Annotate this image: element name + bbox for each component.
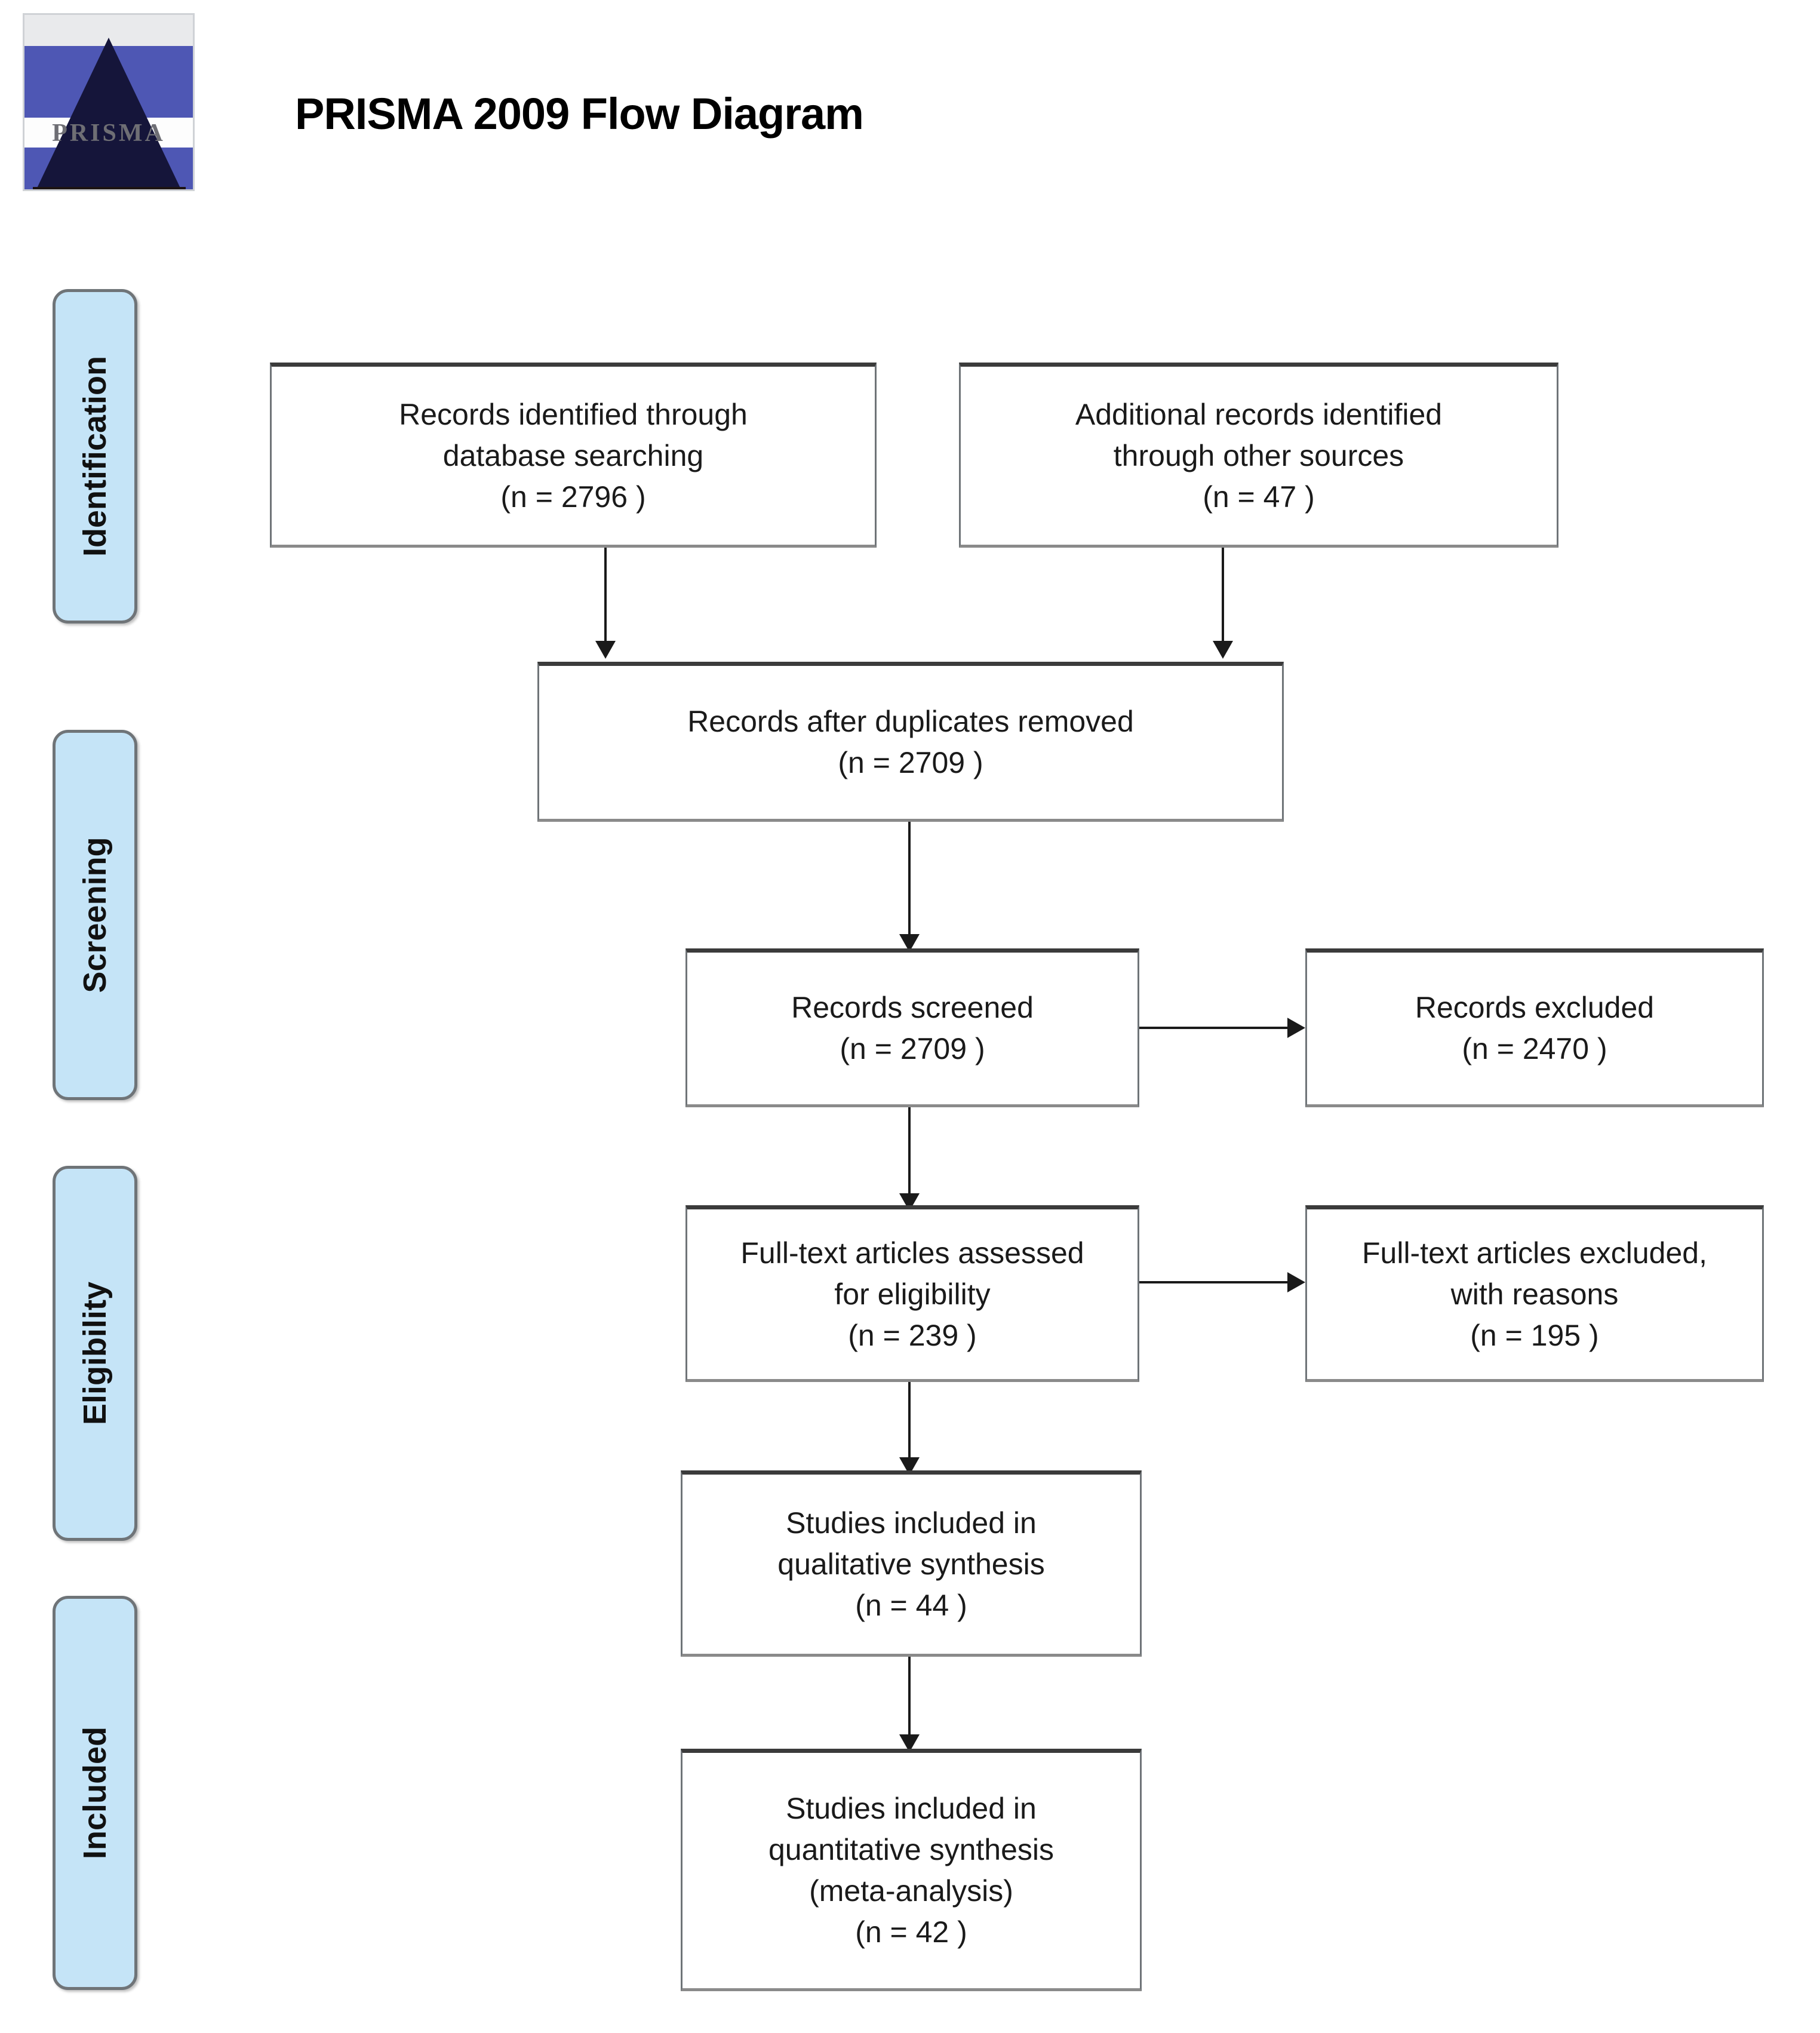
connector-fulltext-to-excluded: [1139, 1281, 1289, 1283]
connector-screened-to-fulltext: [908, 1107, 911, 1194]
box-fulltext-excluded: Full-text articles excluded, with reason…: [1305, 1205, 1764, 1382]
page-title: PRISMA 2009 Flow Diagram: [295, 89, 864, 139]
box-records-screened-text: Records screened (n = 2709 ): [791, 991, 1034, 1065]
box-fulltext-assessed: Full-text articles assessed for eligibil…: [685, 1205, 1139, 1382]
box-records-excluded: Records excluded (n = 2470 ): [1305, 948, 1764, 1107]
box-records-after-duplicates: Records after duplicates removed (n = 27…: [537, 662, 1284, 822]
connector-qualitative-to-quantitative: [908, 1657, 911, 1736]
box-records-excluded-text: Records excluded (n = 2470 ): [1415, 991, 1655, 1065]
arrowhead-screened-to-excluded: [1287, 1018, 1305, 1038]
connector-other-to-duplicates: [1222, 548, 1224, 642]
connector-duplicates-to-screened: [908, 822, 911, 935]
prisma-logo: PRISMA: [23, 13, 195, 191]
arrowhead-db-to-duplicates: [595, 641, 616, 659]
box-records-identified-database-text: Records identified through database sear…: [399, 397, 748, 514]
box-quantitative-synthesis: Studies included in quantitative synthes…: [681, 1749, 1142, 1991]
box-additional-records-other-sources-text: Additional records identified through ot…: [1075, 397, 1443, 514]
box-records-after-duplicates-text: Records after duplicates removed (n = 27…: [687, 705, 1134, 779]
box-additional-records-other-sources: Additional records identified through ot…: [959, 363, 1558, 548]
stage-label-eligibility: Eligibility: [77, 1281, 113, 1426]
logo-wordmark: PRISMA: [52, 119, 165, 147]
stage-pill-identification: Identification: [53, 289, 137, 624]
stage-pill-eligibility: Eligibility: [53, 1166, 137, 1541]
arrowhead-other-to-duplicates: [1213, 641, 1233, 659]
box-records-screened: Records screened (n = 2709 ): [685, 948, 1139, 1107]
stage-label-included: Included: [77, 1726, 113, 1860]
connector-screened-to-excluded: [1139, 1027, 1289, 1029]
box-qualitative-synthesis-text: Studies included in qualitative synthesi…: [777, 1506, 1045, 1622]
box-quantitative-synthesis-text: Studies included in quantitative synthes…: [768, 1792, 1055, 1949]
connector-fulltext-to-qualitative: [908, 1382, 911, 1458]
stage-pill-included: Included: [53, 1596, 137, 1990]
stage-label-screening: Screening: [77, 837, 113, 993]
stage-pill-screening: Screening: [53, 730, 137, 1100]
box-records-identified-database: Records identified through database sear…: [270, 363, 877, 548]
pyramid-icon: [35, 38, 182, 189]
box-qualitative-synthesis: Studies included in qualitative synthesi…: [681, 1470, 1142, 1657]
logo-base-bar: [33, 187, 186, 189]
stage-label-identification: Identification: [77, 356, 113, 557]
arrowhead-fulltext-to-excluded: [1287, 1272, 1305, 1292]
box-fulltext-assessed-text: Full-text articles assessed for eligibil…: [740, 1236, 1084, 1352]
box-fulltext-excluded-text: Full-text articles excluded, with reason…: [1361, 1236, 1707, 1352]
connector-db-to-duplicates: [604, 548, 607, 642]
